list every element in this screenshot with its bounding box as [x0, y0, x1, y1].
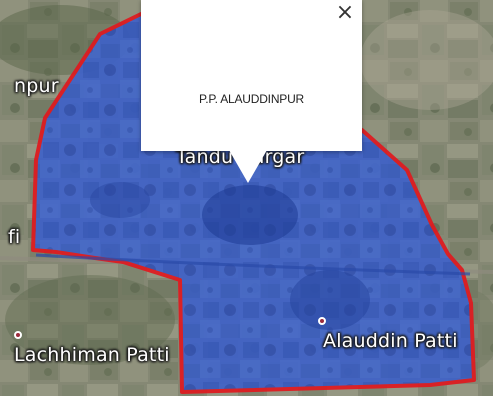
place-label-npur: npur [14, 75, 59, 97]
road-inside-boundary [35, 253, 471, 276]
info-window-title: P.P. ALAUDDINPUR [198, 92, 305, 106]
place-marker-dot[interactable] [14, 331, 22, 339]
place-label-alauddin-patti: Alauddin Patti [323, 330, 458, 352]
close-icon[interactable]: × [335, 0, 355, 25]
settlement-cluster [202, 185, 298, 245]
bare-field-patch [360, 10, 493, 110]
settlement-cluster [290, 270, 370, 330]
bottom-margin [0, 396, 493, 405]
place-label-fi: fi [8, 226, 21, 248]
settlement-cluster [90, 182, 150, 218]
place-label-lachhiman-patti: Lachhiman Patti [14, 344, 170, 366]
village-patch [5, 275, 175, 365]
place-marker-dot[interactable] [318, 317, 326, 325]
info-window-pointer [229, 150, 267, 183]
info-window: × P.P. ALAUDDINPUR [141, 0, 362, 151]
